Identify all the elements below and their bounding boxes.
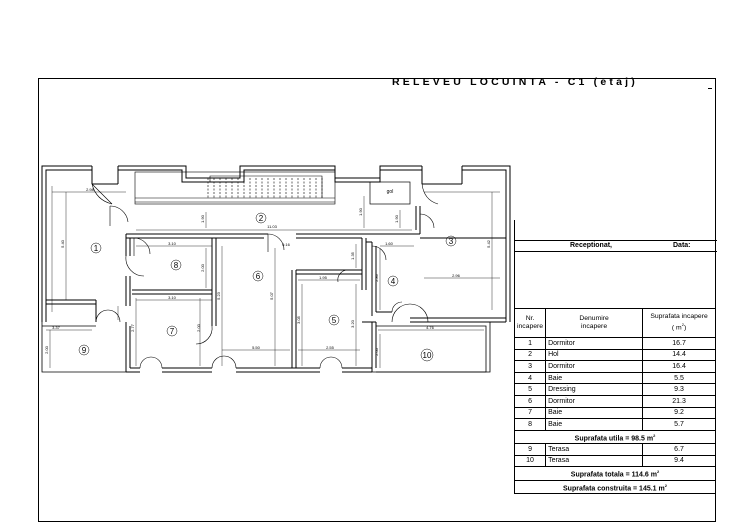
drawing-title: RELEVEU LOCUINTA - C1 (etaj) xyxy=(392,76,638,88)
dim-3-05: 3.05 xyxy=(296,315,301,324)
reception-row: Receptionat, Data: xyxy=(515,240,717,252)
dim-1-90-b: 1.90 xyxy=(394,214,399,223)
room-number-8: 8 xyxy=(174,261,179,270)
terraces xyxy=(41,322,491,373)
dim-5-07: 5.07 xyxy=(269,291,274,300)
suprafata-totala-row: Suprafata totala = 114.6 m2 xyxy=(514,466,716,481)
dim-1-95: 1.95 xyxy=(319,275,328,280)
dim-2-55: 2.55 xyxy=(326,345,335,350)
gol-box xyxy=(369,181,411,205)
door-swings xyxy=(91,183,439,369)
receptionat-label: Receptionat, xyxy=(570,242,613,249)
dim-1-90-c: 1.90 xyxy=(358,207,363,216)
room-number-9: 9 xyxy=(82,346,87,355)
dim-2-77: 2.77 xyxy=(130,323,135,332)
exterior-walls xyxy=(41,165,511,322)
dim-5-50: 5.50 xyxy=(252,345,261,350)
dim-1-35: 1.35 xyxy=(350,251,355,260)
room-number-1: 1 xyxy=(94,244,99,253)
dim-2-00-b: 2.00 xyxy=(44,345,49,354)
dim-5-42: 5.42 xyxy=(486,239,491,248)
room-number-6: 6 xyxy=(256,272,261,281)
reception-left-border-top xyxy=(514,220,515,240)
dim-3-10-b: 3.10 xyxy=(168,295,177,300)
dim-2-00-d: 2.00 xyxy=(196,323,201,332)
dim-2-86: 2.86 xyxy=(374,273,379,282)
room-number-labels: 1 2 3 4 5 6 7 8 9 10 gol xyxy=(78,189,457,362)
room-number-10: 10 xyxy=(423,351,432,360)
dim-0-16: 0.16 xyxy=(282,242,291,247)
dim-1-60: 1.60 xyxy=(385,241,394,246)
dim-2-96: 2.96 xyxy=(452,273,461,278)
dimension-lines xyxy=(46,186,500,368)
drawing-sheet-border xyxy=(38,78,716,522)
room-number-5: 5 xyxy=(332,316,337,325)
dim-2-00-a: 2.00 xyxy=(200,263,205,272)
room-number-2: 2 xyxy=(259,214,264,223)
reception-box: Receptionat, Data: xyxy=(514,240,717,308)
gol-label: gol xyxy=(387,189,394,195)
room-number-3: 3 xyxy=(449,237,454,246)
staircase xyxy=(134,171,336,205)
dim-4-76: 4.76 xyxy=(426,325,435,330)
interior-walls xyxy=(46,206,506,368)
suprafata-utila-row: Suprafata utila = 98.5 m2 xyxy=(514,429,716,445)
lower-walls xyxy=(125,322,377,373)
header-nr: Nr.incapere xyxy=(513,308,547,338)
dim-3-37: 3.37 xyxy=(52,325,61,330)
dim-1-90-a: 1.90 xyxy=(200,214,205,223)
dim-3-10-a: 3.10 xyxy=(168,241,177,246)
suprafata-construita-row: Suprafata construita = 145.1 m2 xyxy=(514,479,716,494)
dim-5-40: 5.40 xyxy=(60,239,65,248)
dim-3-20: 3.20 xyxy=(350,319,355,328)
sheet-corner-mark xyxy=(708,88,712,91)
header-suprafata: Suprafata incapere( m2) xyxy=(642,308,716,338)
dim-5-23: 5.23 xyxy=(216,291,221,300)
dim-11-03: 11.03 xyxy=(267,224,277,229)
data-label: Data: xyxy=(673,242,691,249)
dimension-labels: 2.98 11.03 3.10 3.10 1.60 2.96 1.95 3.37… xyxy=(44,187,491,356)
room-number-4: 4 xyxy=(391,277,396,286)
room-number-7: 7 xyxy=(170,327,175,336)
dim-2-00-c: 2.00 xyxy=(374,347,379,356)
dim-2-98: 2.98 xyxy=(86,187,95,192)
